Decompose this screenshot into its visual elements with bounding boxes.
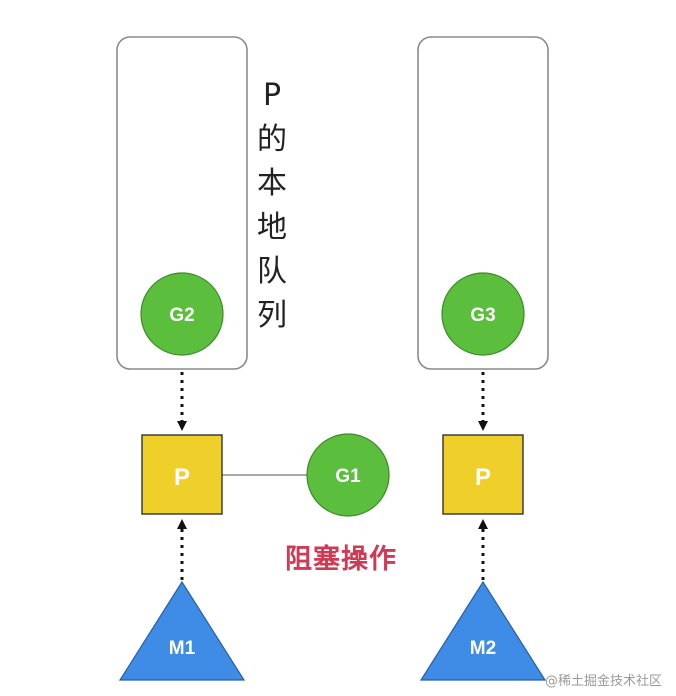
local-queue-label-char: P (262, 78, 282, 113)
machine-m1-label: M1 (169, 638, 196, 659)
local-queue-label-char: 列 (257, 298, 287, 333)
goroutine-g2-label: G2 (169, 305, 194, 326)
goroutine-g1: G1 (306, 433, 390, 517)
local-queue-label-char: 本 (257, 166, 287, 201)
processor-p-right-label: P (475, 464, 491, 491)
local-queue-label-char: 地 (257, 210, 287, 245)
machine-m2: M2 (419, 580, 547, 681)
processor-p-left: P (141, 434, 223, 515)
local-queue-left (116, 36, 248, 370)
processor-p-left-label: P (174, 464, 190, 491)
local-queue-label-char: 的 (257, 122, 287, 157)
blocking-operation-label: 阻塞操作 (285, 544, 397, 575)
machine-m2-label: M2 (470, 638, 496, 659)
goroutine-g1-label: G1 (335, 466, 361, 487)
local-queue-label-char: 队 (257, 254, 287, 289)
local-queue-right (417, 36, 549, 370)
goroutine-g3-label: G3 (470, 305, 495, 326)
goroutine-g2: G2 (140, 272, 224, 356)
processor-p-right: P (442, 434, 524, 515)
goroutine-g3: G3 (441, 272, 525, 356)
watermark: @稀土掘金技术社区 (544, 674, 662, 689)
machine-m1: M1 (118, 580, 246, 681)
